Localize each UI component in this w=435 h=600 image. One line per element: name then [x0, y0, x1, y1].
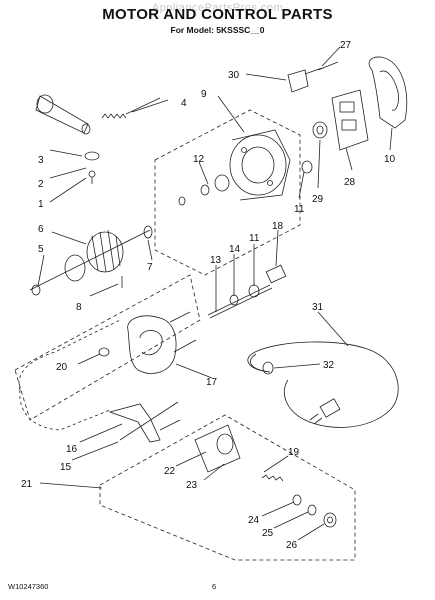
- callout-11a: 11: [294, 204, 305, 215]
- callout-17: 17: [206, 377, 218, 388]
- lower-assembly-group-box: [14, 274, 201, 421]
- callout-28: 28: [344, 177, 356, 188]
- callout-32: 32: [323, 360, 335, 371]
- strain-relief-part: [262, 361, 274, 375]
- callout-7: 7: [147, 262, 153, 273]
- watermark: AppliancePartsPros.com: [151, 2, 284, 14]
- washer-part-24: [292, 494, 302, 506]
- motor-housing-group-box: [154, 109, 301, 276]
- clip-part-20: [98, 347, 110, 357]
- page-number: 6: [212, 582, 217, 591]
- washer-part-25: [307, 504, 317, 516]
- gearcase-housing-outline: [18, 319, 121, 391]
- callout-25: 25: [262, 528, 274, 539]
- callout-21: 21: [21, 479, 33, 490]
- bracket-part-16: [108, 403, 161, 443]
- control-board-part: [331, 89, 369, 151]
- callout-19: 19: [288, 447, 300, 458]
- control-group-box: [99, 414, 356, 561]
- speed-control-part: [194, 424, 241, 473]
- armature-part: [29, 229, 151, 291]
- lever-rod-part-15: [119, 401, 179, 441]
- washer-part-14: [229, 294, 239, 306]
- callout-6: 6: [38, 224, 44, 235]
- callout-23: 23: [186, 480, 198, 491]
- callout-27: 27: [340, 40, 352, 51]
- field-stator-part: [127, 311, 197, 374]
- callout-3: 3: [38, 155, 44, 166]
- callout-29: 29: [312, 194, 324, 205]
- callout-15: 15: [60, 462, 72, 473]
- washer-part-11a: [301, 160, 313, 174]
- callout-4: 4: [181, 98, 187, 109]
- control-spring-part: [261, 474, 284, 482]
- worm-rod-part: [207, 284, 271, 316]
- bushing-part-18: [265, 264, 287, 284]
- callout-10: 10: [384, 154, 396, 165]
- motor-housing-part: [229, 129, 291, 201]
- model-subtitle: For Model: 5KSSSC__0: [170, 25, 265, 35]
- sensor-part: [312, 121, 328, 139]
- callout-2: 2: [38, 179, 44, 190]
- spring-part: [101, 113, 127, 119]
- cover-plate-part: [368, 56, 408, 129]
- knob-part-26: [323, 512, 337, 528]
- callout-12: 12: [193, 154, 205, 165]
- screw-part-1: [88, 170, 96, 184]
- callout-13: 13: [210, 255, 222, 266]
- callout-16: 16: [66, 444, 78, 455]
- thrust-washer-part-7: [143, 225, 153, 239]
- callout-14: 14: [229, 244, 241, 255]
- screw-part-27: [317, 61, 339, 71]
- bearing-part: [178, 174, 230, 206]
- callout-20: 20: [56, 362, 68, 373]
- callout-5: 5: [38, 244, 44, 255]
- terminal-block-part: [287, 67, 323, 93]
- callout-8: 8: [76, 302, 82, 313]
- diagram-title: MOTOR AND CONTROL PARTS: [102, 6, 333, 23]
- callout-31: 31: [312, 302, 324, 313]
- callout-11b: 11: [249, 233, 260, 244]
- callout-9: 9: [201, 89, 207, 100]
- plug-part: [309, 398, 341, 425]
- callout-18: 18: [272, 221, 284, 232]
- callout-1: 1: [38, 199, 44, 210]
- callout-24: 24: [248, 515, 260, 526]
- document-number: W10247360: [8, 582, 49, 591]
- callout-22: 22: [164, 466, 176, 477]
- thrust-washer-part-5: [31, 284, 41, 296]
- brush-holder-part: [35, 94, 91, 135]
- power-cord-part: [247, 341, 399, 428]
- brush-cap-part: [84, 151, 100, 161]
- brush-lead-wire: [125, 97, 161, 115]
- callout-30: 30: [228, 70, 240, 81]
- callout-26: 26: [286, 540, 298, 551]
